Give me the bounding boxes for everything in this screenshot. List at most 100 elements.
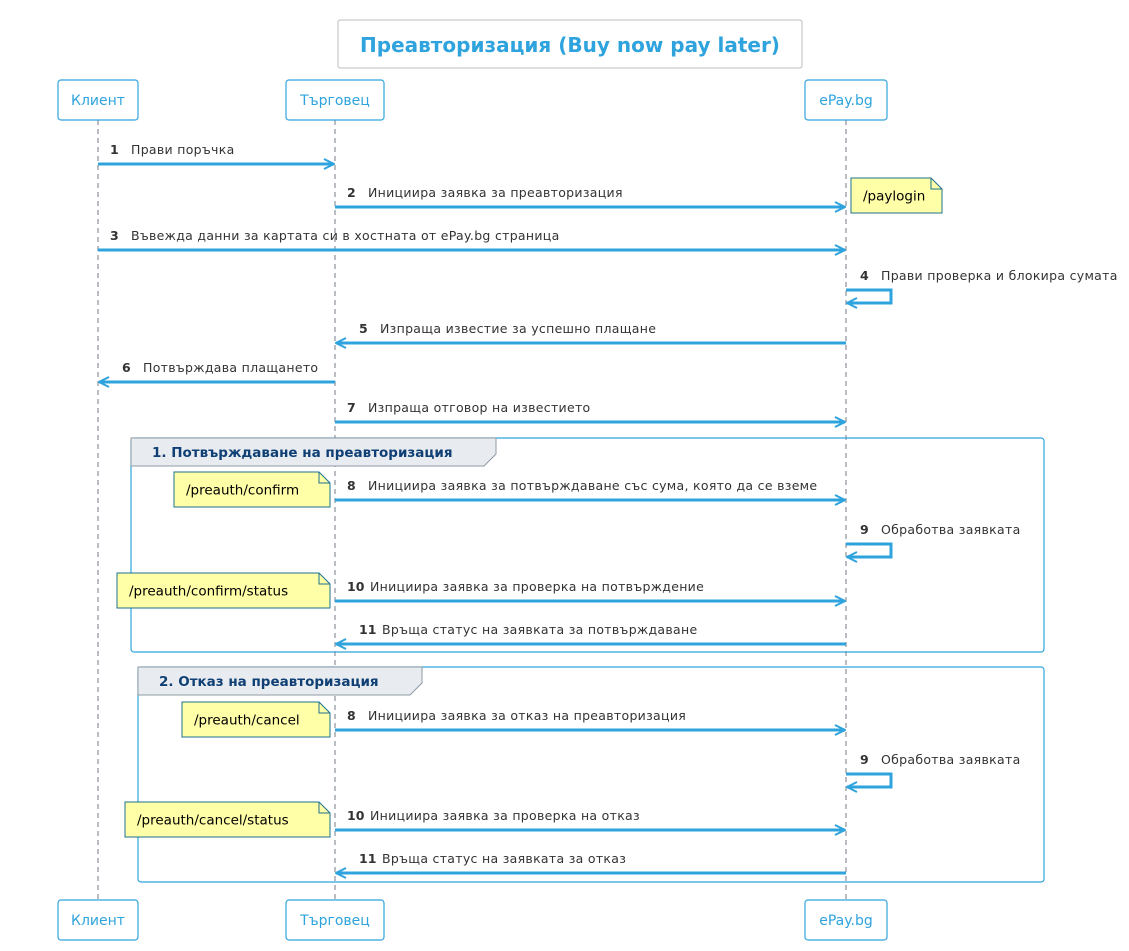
message-label: Инициира заявка за потвърждаване със сум… xyxy=(368,478,817,493)
message-label: Обработва заявката xyxy=(881,522,1021,537)
note: /preauth/cancel/status xyxy=(124,801,331,838)
group-title: 2. Отказ на преавторизация xyxy=(159,674,379,690)
message-number: 8 xyxy=(347,708,356,723)
message-number: 11 xyxy=(359,622,376,637)
message-number: 10 xyxy=(347,579,365,594)
message-label: Връща статус на заявката за потвърждаван… xyxy=(382,622,697,637)
note-fold xyxy=(930,178,942,190)
note-fold xyxy=(318,573,330,585)
participant-epay-top: ePay.bg xyxy=(804,79,888,121)
note: /preauth/confirm/status xyxy=(116,572,331,609)
message-8: 8 Инициира заявка за потвърждаване със су… xyxy=(335,478,845,500)
group-border xyxy=(137,666,1045,883)
message-label: Изпраща отговор на известието xyxy=(368,400,590,415)
group-header-tab xyxy=(130,437,497,467)
note-text: /preauth/confirm/status xyxy=(129,584,288,600)
participant-merchant-top: Търговец xyxy=(285,79,385,121)
message-9: 9 Обработва заявката xyxy=(846,752,1021,787)
participant-box xyxy=(804,899,888,941)
note-box xyxy=(181,701,331,738)
participant-label: ePay.bg xyxy=(819,913,873,929)
message-number: 1 xyxy=(110,142,119,157)
message-5: 5 Изпраща известие за успешно плащане xyxy=(336,321,846,343)
message-2: 2 Инициира заявка за преавторизация xyxy=(335,185,845,207)
participant-box xyxy=(804,79,888,121)
message-label: Инициира заявка за преавторизация xyxy=(368,185,623,200)
note-box xyxy=(124,801,331,838)
note-text: /preauth/confirm xyxy=(186,483,299,499)
message-number: 11 xyxy=(359,851,376,866)
notes: /paylogin/preauth/confirm/preauth/confir… xyxy=(116,177,943,838)
note: /preauth/cancel xyxy=(181,701,331,738)
message-number: 8 xyxy=(347,478,356,493)
participant-epay-bottom: ePay.bg xyxy=(804,899,888,941)
note: /preauth/confirm xyxy=(173,471,331,508)
message-arrow xyxy=(846,772,893,787)
note-text: /preauth/cancel/status xyxy=(137,813,289,829)
group-title: 1. Потвърждаване на преавторизация xyxy=(152,445,453,461)
participant-label: Търговец xyxy=(299,913,370,929)
message-11: 11 Връща статус на заявката за потвърждав… xyxy=(336,622,846,644)
message-number: 9 xyxy=(860,752,869,767)
note-fold xyxy=(318,802,330,814)
message-11: 11 Връща статус на заявката за отказ xyxy=(336,851,846,873)
participant-label: Търговец xyxy=(299,93,370,109)
message-label: Потвърждава плащането xyxy=(143,360,318,375)
note-text: /preauth/cancel xyxy=(194,713,300,729)
title-box xyxy=(337,19,803,69)
title-text: Преавторизация (Buy now pay later) xyxy=(360,33,780,57)
group-border xyxy=(130,437,1045,653)
participant-label: Клиент xyxy=(71,913,125,929)
message-number: 3 xyxy=(110,228,119,243)
message-3: 3 Въвежда данни за картата си в хостната … xyxy=(98,228,845,250)
note-fold xyxy=(318,702,330,714)
message-number: 4 xyxy=(860,268,869,283)
message-label: Въвежда данни за картата си в хостната о… xyxy=(131,228,560,243)
participant-box xyxy=(285,79,385,121)
note: /paylogin xyxy=(850,177,943,214)
message-label: Прави проверка и блокира сумата xyxy=(881,268,1118,283)
message-number: 7 xyxy=(347,400,356,415)
group-header-tab xyxy=(137,666,423,696)
participant-label: ePay.bg xyxy=(819,93,873,109)
message-label: Изпраща известие за успешно плащане xyxy=(380,321,656,336)
participant-box xyxy=(57,79,139,121)
message-7: 7 Изпраща отговор на известието xyxy=(335,400,845,422)
participant-box xyxy=(57,899,139,941)
message-4: 4 Прави проверка и блокира сумата xyxy=(846,268,1118,303)
group-frames: 1. Потвърждаване на преавторизация 2. Отк… xyxy=(130,437,1045,883)
note-box xyxy=(173,471,331,508)
message-arrow xyxy=(846,288,893,303)
message-label: Инициира заявка за проверка на отказ xyxy=(370,808,640,823)
note-text: /paylogin xyxy=(863,189,925,205)
participant-box xyxy=(285,899,385,941)
message-label: Прави поръчка xyxy=(131,142,235,157)
message-1: 1 Прави поръчка xyxy=(98,142,334,164)
participant-merchant-bottom: Търговец xyxy=(285,899,385,941)
message-label: Инициира заявка за проверка на потвържде… xyxy=(370,579,704,594)
participant-label: Клиент xyxy=(71,93,125,109)
message-label: Инициира заявка за отказ на преавторизац… xyxy=(368,708,686,723)
message-arrow xyxy=(846,542,893,557)
note-fold xyxy=(318,472,330,484)
group-frame-2: 2. Отказ на преавторизация xyxy=(137,666,1045,883)
message-number: 6 xyxy=(122,360,131,375)
messages: 1 Прави поръчка 2 Инициира заявка за преавт… xyxy=(98,142,1118,873)
message-number: 2 xyxy=(347,185,356,200)
message-label: Връща статус на заявката за отказ xyxy=(382,851,626,866)
message-number: 5 xyxy=(359,321,368,336)
message-8: 8 Инициира заявка за отказ на преавториза… xyxy=(335,708,845,730)
participant-client-bottom: Клиент xyxy=(57,899,139,941)
note-box xyxy=(116,572,331,609)
participants: КлиентКлиентТърговецТърговецePay.bgePay.… xyxy=(57,79,888,941)
message-10: 10 Инициира заявка за проверка на потвърж… xyxy=(335,579,845,601)
message-6: 6 Потвърждава плащането xyxy=(99,360,335,382)
participant-client-top: Клиент xyxy=(57,79,139,121)
diagram-title: Преавторизация (Buy now pay later) xyxy=(337,19,803,69)
group-frame-1: 1. Потвърждаване на преавторизация xyxy=(130,437,1045,653)
message-label: Обработва заявката xyxy=(881,752,1021,767)
note-box xyxy=(850,177,943,214)
